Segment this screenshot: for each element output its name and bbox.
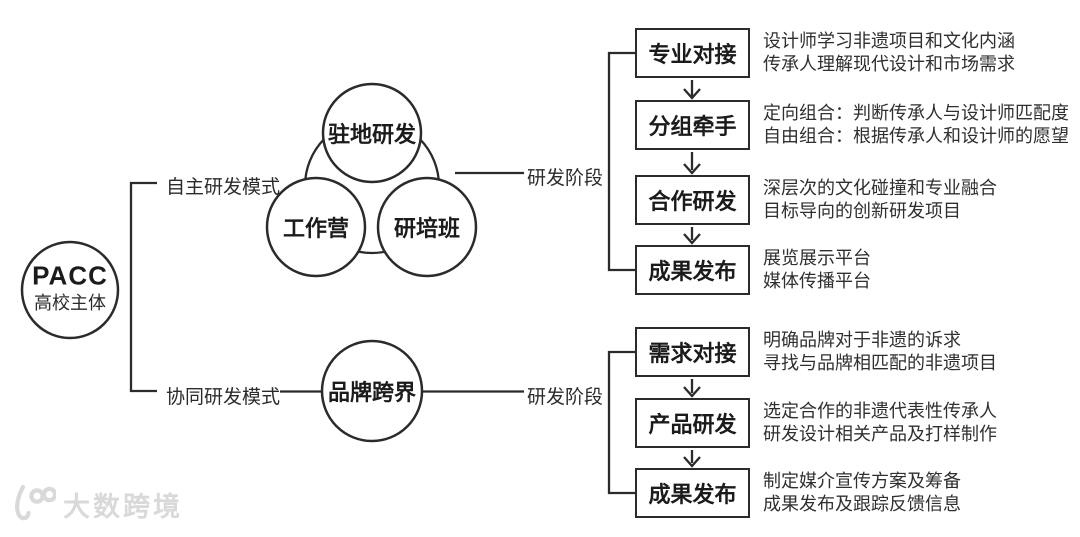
workshop-circle <box>265 176 367 278</box>
pacc-subtitle: 高校主体 <box>34 293 106 313</box>
step-description: 选定合作的非遗代表性传承人 研发设计相关产品及打样制作 <box>763 400 997 446</box>
collaborative-mode-label: 协同研发模式 <box>166 387 281 408</box>
training-class-label: 研培班 <box>393 216 461 241</box>
description-line: 传承人理解现代设计和市场需求 <box>763 54 1015 74</box>
independent-steps-bracket <box>607 51 635 272</box>
watermark-logo-icon <box>15 484 56 521</box>
description-line: 明确品牌对于非遗的诉求 <box>763 330 961 350</box>
arrow-down-icon <box>683 227 701 245</box>
training-class-circle <box>376 176 478 278</box>
description-line: 展览展示平台 <box>763 248 871 268</box>
step-box-group-pairing: 分组牵手 <box>635 100 750 150</box>
step-description: 深层次的文化碰撞和专业融合 目标导向的创新研发项目 <box>763 177 997 223</box>
description-line: 自由组合：根据传承人和设计师的愿望 <box>763 126 1069 146</box>
residency-rd-label: 驻地研发 <box>327 122 417 147</box>
brand-crossover-label: 品牌跨界 <box>327 380 417 405</box>
step-box-product-rd: 产品研发 <box>635 398 750 448</box>
collaborative-stage-label: 研发阶段 <box>527 387 604 408</box>
independent-stage-label: 研发阶段 <box>527 168 604 189</box>
arrow-down-icon <box>683 379 701 398</box>
step-box-demand-docking: 需求对接 <box>635 327 750 377</box>
description-line: 设计师学习非遗项目和文化内涵 <box>763 31 1015 51</box>
description-line: 寻找与品牌相匹配的非遗项目 <box>763 353 997 373</box>
description-line: 制定媒介宣传方案及筹备 <box>763 471 961 491</box>
description-line: 研发设计相关产品及打样制作 <box>763 424 997 444</box>
step-box-results-release-top: 成果发布 <box>635 245 750 295</box>
modes-bracket <box>129 181 157 393</box>
step-description: 制定媒介宣传方案及筹备 成果发布及跟踪反馈信息 <box>763 470 961 516</box>
step-box-professional-docking: 专业对接 <box>635 28 750 78</box>
description-line: 媒体传播平台 <box>763 271 871 291</box>
step-description: 设计师学习非遗项目和文化内涵 传承人理解现代设计和市场需求 <box>763 30 1015 76</box>
description-line: 成果发布及跟踪反馈信息 <box>763 494 961 514</box>
description-line: 选定合作的非遗代表性传承人 <box>763 401 997 421</box>
pacc-circle <box>20 240 120 340</box>
step-description: 定向组合：判断传承人与设计师匹配度 自由组合：根据传承人和设计师的愿望 <box>763 102 1069 148</box>
collaborative-steps-bracket <box>607 350 635 495</box>
arrow-down-icon <box>683 450 701 468</box>
watermark-brand-text: 大数跨境 <box>63 491 183 522</box>
workshop-label: 工作营 <box>282 216 350 241</box>
description-line: 定向组合：判断传承人与设计师匹配度 <box>763 103 1069 123</box>
step-description: 展览展示平台 媒体传播平台 <box>763 247 871 293</box>
pacc-acronym: PACC <box>32 260 108 291</box>
residency-rd-circle <box>321 82 423 184</box>
description-line: 目标导向的创新研发项目 <box>763 201 961 221</box>
independent-mode-label: 自主研发模式 <box>166 177 281 198</box>
step-box-cooperative-rd: 合作研发 <box>635 175 750 225</box>
step-description: 明确品牌对于非遗的诉求 寻找与品牌相匹配的非遗项目 <box>763 329 997 375</box>
watermark: 大数跨境 <box>10 484 183 524</box>
description-line: 深层次的文化碰撞和专业融合 <box>763 178 997 198</box>
step-box-results-release-bottom: 成果发布 <box>635 468 750 518</box>
arrow-down-icon <box>683 80 701 100</box>
arrow-down-icon <box>683 152 701 175</box>
